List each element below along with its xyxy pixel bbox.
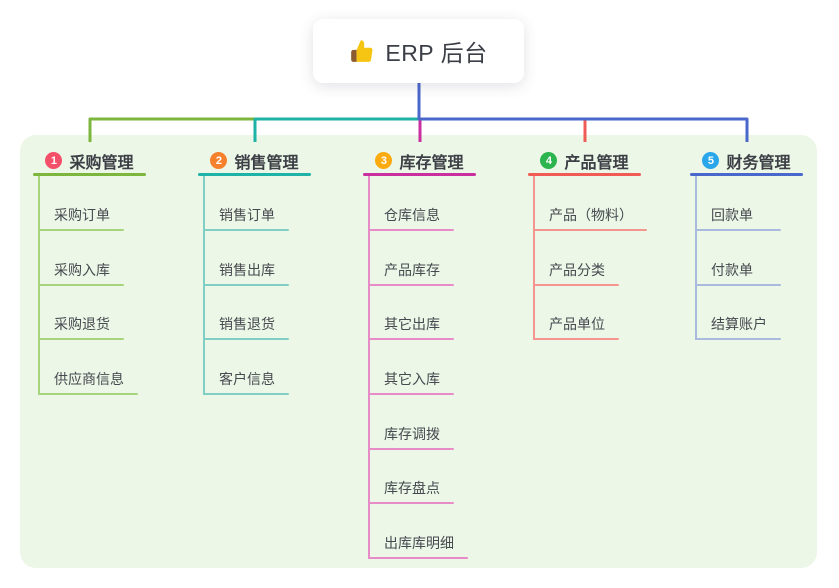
branch-number-badge-1: 1 xyxy=(45,152,63,169)
sub-node-1-2[interactable]: 采购入库 xyxy=(54,262,110,278)
sub-underline-3-5 xyxy=(368,448,454,450)
sub-node-1-4[interactable]: 供应商信息 xyxy=(54,371,124,387)
sub-underline-5-3 xyxy=(695,338,781,340)
sub-underline-3-2 xyxy=(368,284,454,286)
connector-branch-2 xyxy=(253,83,421,142)
sub-underline-2-1 xyxy=(203,229,289,231)
sub-underline-2-3 xyxy=(203,338,289,340)
connector-branch-1 xyxy=(88,83,421,142)
branch-node-3[interactable]: 3 库存管理 xyxy=(363,148,476,173)
branch-number-badge-3: 3 xyxy=(375,152,393,169)
branch-node-2[interactable]: 2 销售管理 xyxy=(198,148,311,173)
sub-connector-line-5 xyxy=(695,176,697,340)
sub-node-4-3[interactable]: 产品单位 xyxy=(549,316,605,332)
branch-number-badge-4: 4 xyxy=(540,152,558,169)
sub-underline-3-7 xyxy=(368,557,468,559)
sub-node-2-4[interactable]: 客户信息 xyxy=(219,371,275,387)
sub-node-3-5[interactable]: 库存调拨 xyxy=(384,426,440,442)
sub-underline-2-2 xyxy=(203,284,289,286)
sub-connector-line-4 xyxy=(533,176,535,340)
sub-underline-4-2 xyxy=(533,284,619,286)
sub-underline-1-3 xyxy=(38,338,124,340)
sub-underline-5-1 xyxy=(695,229,781,231)
sub-underline-5-2 xyxy=(695,284,781,286)
branch-label-5: 财务管理 xyxy=(726,154,791,172)
branch-number-badge-2: 2 xyxy=(210,152,228,169)
sub-node-5-2[interactable]: 付款单 xyxy=(711,262,753,278)
sub-underline-1-1 xyxy=(38,229,124,231)
connector-branch-5 xyxy=(417,83,749,142)
canvas-background-panel xyxy=(20,135,817,568)
sub-underline-2-4 xyxy=(203,393,289,395)
branch-underline-1 xyxy=(33,173,146,176)
sub-node-2-1[interactable]: 销售订单 xyxy=(219,207,275,223)
branch-node-5[interactable]: 5 财务管理 xyxy=(690,148,803,173)
connector-branch-3 xyxy=(417,83,422,142)
sub-underline-1-2 xyxy=(38,284,124,286)
sub-node-2-3[interactable]: 销售退货 xyxy=(219,316,275,332)
sub-node-3-4[interactable]: 其它入库 xyxy=(384,371,440,387)
branch-underline-4 xyxy=(528,173,641,176)
sub-underline-4-1 xyxy=(533,229,647,231)
branch-underline-3 xyxy=(363,173,476,176)
sub-node-3-6[interactable]: 库存盘点 xyxy=(384,480,440,496)
branch-label-4: 产品管理 xyxy=(564,154,629,172)
sub-underline-1-4 xyxy=(38,393,138,395)
branch-label-2: 销售管理 xyxy=(234,154,299,172)
root-title: ERP 后台 xyxy=(385,40,488,66)
sub-node-3-7[interactable]: 出库库明细 xyxy=(384,535,454,551)
sub-node-2-2[interactable]: 销售出库 xyxy=(219,262,275,278)
sub-underline-4-3 xyxy=(533,338,619,340)
sub-node-5-1[interactable]: 回款单 xyxy=(711,207,753,223)
branch-label-3: 库存管理 xyxy=(399,154,464,172)
branch-underline-5 xyxy=(690,173,803,176)
branch-node-4[interactable]: 4 产品管理 xyxy=(528,148,641,173)
sub-node-3-3[interactable]: 其它出库 xyxy=(384,316,440,332)
branch-number-badge-5: 5 xyxy=(702,152,720,169)
sub-node-4-1[interactable]: 产品（物料） xyxy=(549,207,633,223)
sub-underline-3-3 xyxy=(368,338,454,340)
sub-node-1-1[interactable]: 采购订单 xyxy=(54,207,110,223)
sub-node-1-3[interactable]: 采购退货 xyxy=(54,316,110,332)
sub-node-5-3[interactable]: 结算账户 xyxy=(711,316,767,332)
sub-underline-3-4 xyxy=(368,393,454,395)
sub-underline-3-6 xyxy=(368,502,454,504)
branch-underline-2 xyxy=(198,173,311,176)
branch-label-1: 采购管理 xyxy=(69,154,134,172)
sub-connector-line-3 xyxy=(368,176,370,559)
sub-node-3-1[interactable]: 仓库信息 xyxy=(384,207,440,223)
sub-node-4-2[interactable]: 产品分类 xyxy=(549,262,605,278)
branch-node-1[interactable]: 1 采购管理 xyxy=(33,148,146,173)
root-node[interactable]: ERP 后台 xyxy=(313,19,524,83)
thumbs-up-icon xyxy=(351,40,373,62)
connector-branch-4 xyxy=(417,83,587,142)
sub-underline-3-1 xyxy=(368,229,454,231)
sub-node-3-2[interactable]: 产品库存 xyxy=(384,262,440,278)
